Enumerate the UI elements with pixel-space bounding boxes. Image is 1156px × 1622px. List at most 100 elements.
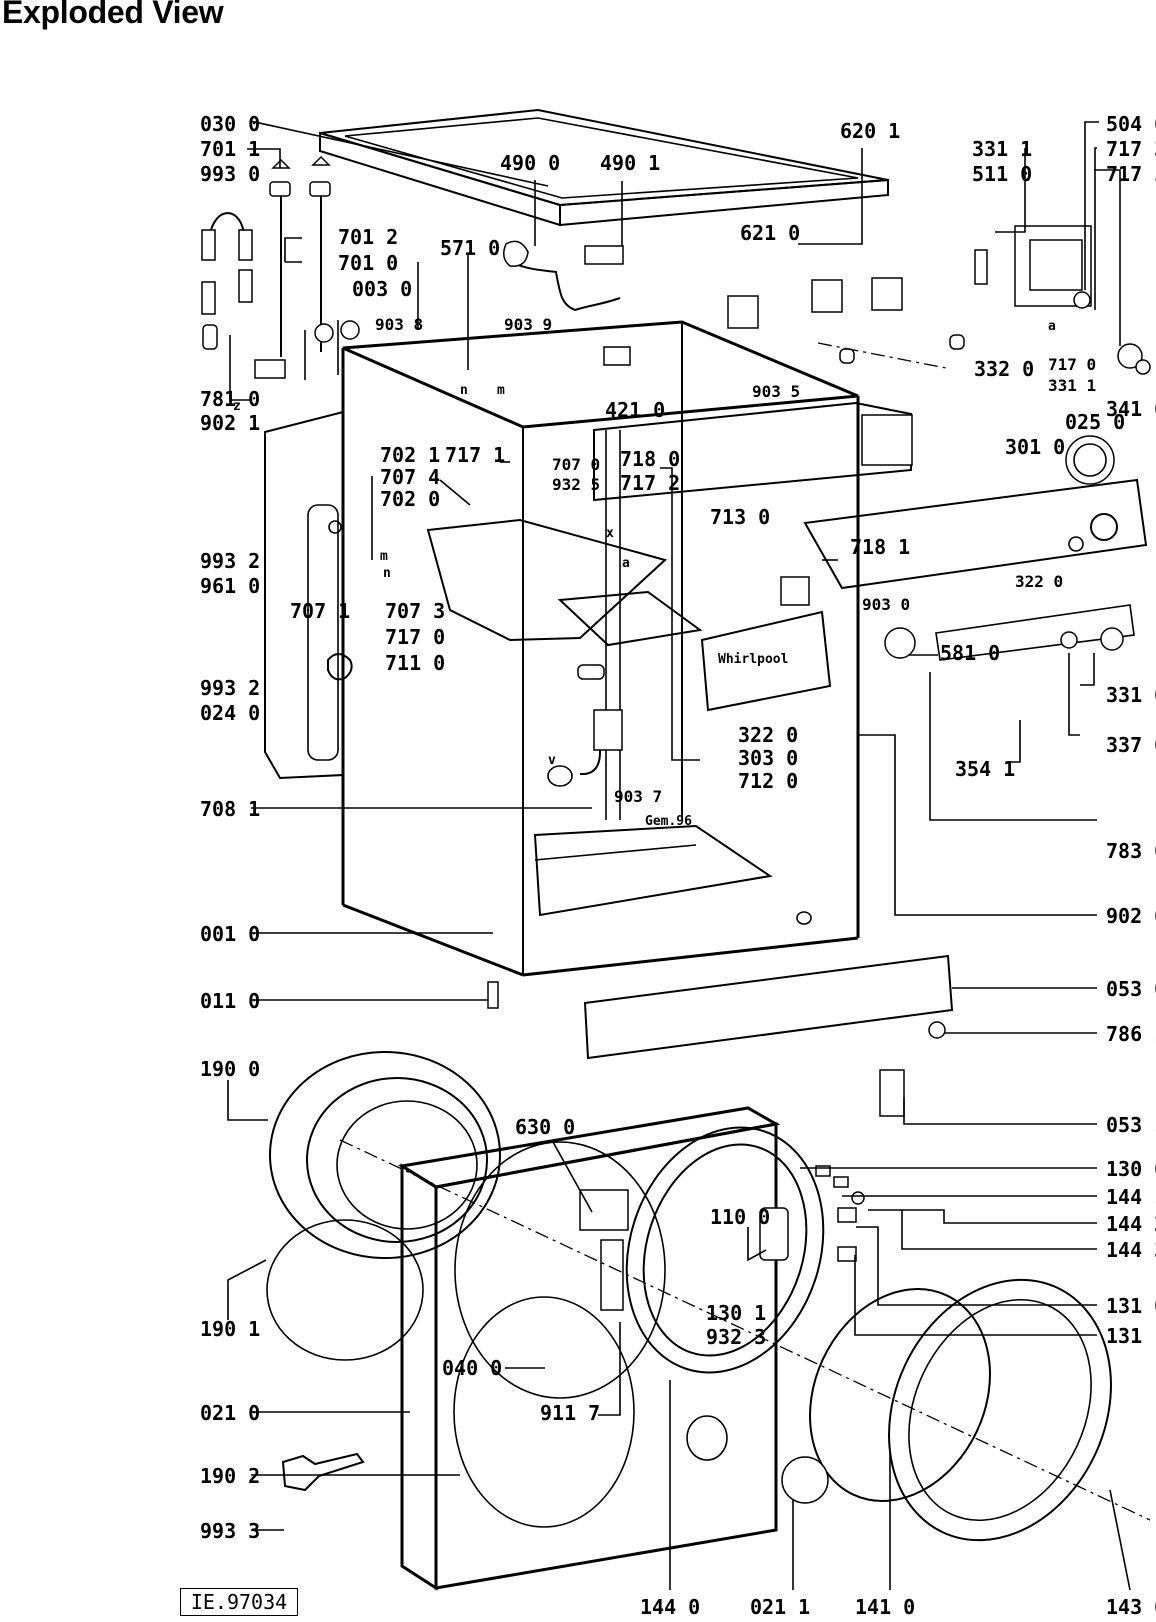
mark-x: x bbox=[606, 526, 614, 541]
label-902-0: 902 0 bbox=[1106, 904, 1156, 928]
label-903-8: 903 8 bbox=[375, 315, 423, 334]
label-701-0: 701 0 bbox=[338, 251, 398, 275]
label-717-3: 717 3 bbox=[1106, 137, 1156, 161]
label-932-5: 932 5 bbox=[552, 475, 600, 494]
label-511-0: 511 0 bbox=[972, 162, 1032, 186]
reference-code-box: IE.97034 bbox=[180, 1588, 298, 1616]
label-001-0: 001 0 bbox=[200, 922, 260, 946]
control-panel-drawing bbox=[593, 401, 1148, 661]
label-322-0: 322 0 bbox=[738, 723, 798, 747]
label-504-0: 504 0 bbox=[1106, 112, 1156, 136]
label-630-0: 630 0 bbox=[515, 1115, 575, 1139]
top-cover-drawing bbox=[319, 108, 889, 227]
label-707-3: 707 3 bbox=[385, 599, 445, 623]
mark-v: v bbox=[548, 753, 556, 768]
label-708-1: 708 1 bbox=[200, 797, 260, 821]
label-331-1-b: 331 1 bbox=[1048, 376, 1096, 395]
label-490-1: 490 1 bbox=[600, 151, 660, 175]
mark-z: z bbox=[233, 399, 241, 414]
label-993-3: 993 3 bbox=[200, 1519, 260, 1543]
mark-n-1: n bbox=[383, 566, 391, 581]
label-190-2: 190 2 bbox=[200, 1464, 260, 1488]
label-190-1: 190 1 bbox=[200, 1317, 260, 1341]
small-marks: m n n m a a x z v Whirlpool Gem.96 bbox=[233, 319, 1056, 829]
label-701-2: 701 2 bbox=[338, 225, 398, 249]
label-011-0: 011 0 bbox=[200, 989, 260, 1013]
label-354-1: 354 1 bbox=[955, 757, 1015, 781]
label-903-0: 903 0 bbox=[862, 595, 910, 614]
label-490-0: 490 0 bbox=[500, 151, 560, 175]
label-621-0: 621 0 bbox=[740, 221, 800, 245]
label-021-1: 021 1 bbox=[750, 1595, 810, 1619]
label-993-2-b: 993 2 bbox=[200, 676, 260, 700]
date-mark: Gem.96 bbox=[645, 814, 692, 829]
label-718-0: 718 0 bbox=[620, 447, 680, 471]
label-717-5: 717 5 bbox=[1106, 162, 1156, 186]
part-labels: 030 0 701 1 993 0 701 2 701 0 003 0 903 … bbox=[200, 112, 1156, 1619]
timer-drawing bbox=[974, 225, 1151, 375]
mark-n-2: n bbox=[460, 383, 468, 398]
detergent-drawing bbox=[426, 518, 832, 787]
label-130-1: 130 1 bbox=[706, 1301, 766, 1325]
label-783-0: 783 0 bbox=[1106, 839, 1156, 863]
mark-a-2: a bbox=[622, 556, 630, 571]
label-961-0: 961 0 bbox=[200, 574, 260, 598]
label-701-1: 701 1 bbox=[200, 137, 260, 161]
label-581-0: 581 0 bbox=[940, 641, 1000, 665]
label-717-0: 717 0 bbox=[385, 625, 445, 649]
label-141-0: 141 0 bbox=[855, 1595, 915, 1619]
label-144-0: 144 0 bbox=[640, 1595, 700, 1619]
label-025-0: 025 0 bbox=[1065, 410, 1125, 434]
label-717-2: 717 2 bbox=[620, 471, 680, 495]
label-131-0: 131 0 bbox=[1106, 1294, 1156, 1318]
label-718-1: 718 1 bbox=[850, 535, 910, 559]
label-131-1: 131 1 bbox=[1106, 1324, 1156, 1348]
label-144-1: 144 1 bbox=[1106, 1185, 1156, 1209]
label-713-0: 713 0 bbox=[710, 505, 770, 529]
label-702-1: 702 1 bbox=[380, 443, 440, 467]
label-903-5: 903 5 bbox=[752, 382, 800, 401]
brand-logo-text: Whirlpool bbox=[718, 652, 788, 667]
label-711-0: 711 0 bbox=[385, 651, 445, 675]
label-024-0: 024 0 bbox=[200, 701, 260, 725]
label-110-0: 110 0 bbox=[710, 1205, 770, 1229]
label-571-0: 571 0 bbox=[440, 236, 500, 260]
label-143-0: 143 0 bbox=[1106, 1595, 1156, 1619]
tub-drawing bbox=[266, 1051, 501, 1361]
label-781-0: 781 0 bbox=[200, 387, 260, 411]
label-717-0-top: 717 0 bbox=[1048, 355, 1096, 374]
label-040-0: 040 0 bbox=[442, 1356, 502, 1380]
mark-m-1: m bbox=[380, 549, 388, 564]
label-053-0: 053 0 bbox=[1106, 977, 1156, 1001]
page-title: Exploded View bbox=[2, 0, 224, 30]
label-707-0: 707 0 bbox=[552, 455, 600, 474]
reference-code: IE.97034 bbox=[190, 1590, 288, 1614]
mark-m-2: m bbox=[497, 383, 505, 398]
axis-lines bbox=[339, 342, 1151, 1521]
label-331-1: 331 1 bbox=[972, 137, 1032, 161]
label-303-0: 303 0 bbox=[738, 746, 798, 770]
label-993-0: 993 0 bbox=[200, 162, 260, 186]
label-993-2-a: 993 2 bbox=[200, 549, 260, 573]
label-341-0: 341 0 bbox=[1106, 397, 1156, 421]
kickplate-drawing bbox=[487, 954, 954, 1117]
label-190-0: 190 0 bbox=[200, 1057, 260, 1081]
cables-drawing bbox=[503, 240, 965, 366]
label-932-3: 932 3 bbox=[706, 1325, 766, 1349]
label-620-1: 620 1 bbox=[840, 119, 900, 143]
label-021-0: 021 0 bbox=[200, 1401, 260, 1425]
hoses-drawing bbox=[201, 155, 360, 380]
label-707-4: 707 4 bbox=[380, 465, 440, 489]
label-332-0: 332 0 bbox=[974, 357, 1034, 381]
label-707-1: 707 1 bbox=[290, 599, 350, 623]
label-053-1: 053 1 bbox=[1106, 1113, 1156, 1137]
label-144-2: 144 2 bbox=[1106, 1212, 1156, 1236]
label-331-0: 331 0 bbox=[1106, 683, 1156, 707]
label-130-0: 130 0 bbox=[1106, 1157, 1156, 1181]
label-030-0: 030 0 bbox=[200, 112, 260, 136]
label-902-1: 902 1 bbox=[200, 411, 260, 435]
label-322-0-strip: 322 0 bbox=[1015, 572, 1063, 591]
leader-lines bbox=[227, 120, 1131, 1591]
label-903-9: 903 9 bbox=[504, 315, 552, 334]
